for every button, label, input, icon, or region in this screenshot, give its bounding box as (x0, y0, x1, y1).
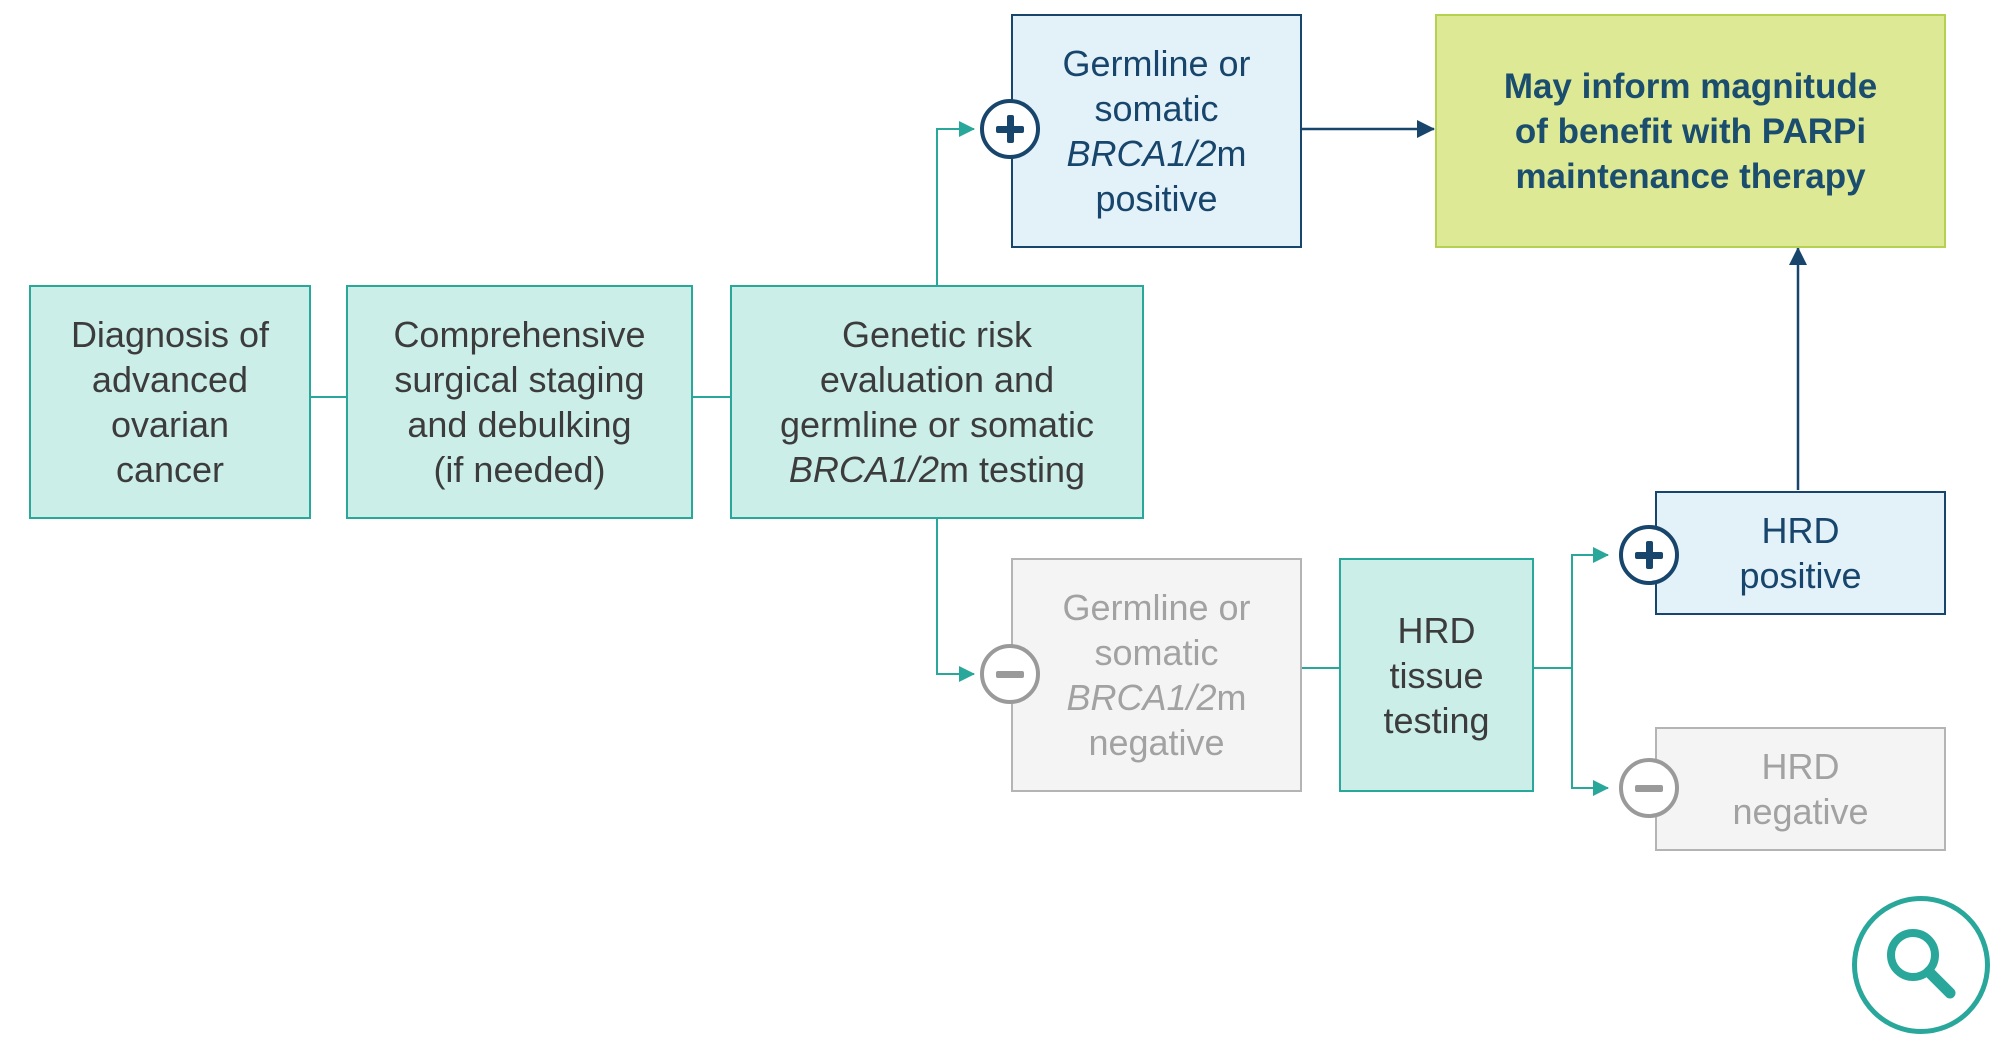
diagnosis-line-2: advanced (91, 359, 249, 400)
brca-positive-suffix: m (1216, 133, 1247, 174)
surgical-line-1: Comprehensive (393, 314, 646, 355)
hrd-testing-line-1: HRD (1397, 609, 1476, 651)
genetic-line-3: germline or somatic (779, 404, 1095, 445)
genetic-line-2: evaluation and (819, 359, 1055, 400)
genetic-line-4: BRCA1/2m testing (789, 447, 1085, 492)
box-genetic-testing: Genetic risk evaluation and germline or … (730, 285, 1144, 519)
diagnosis-line-3: ovarian (110, 404, 230, 445)
box-brca-positive: Germline or somatic BRCA1/2m positive (1011, 14, 1302, 248)
connector-genetic-brca-positive (936, 121, 975, 285)
box-brca-negative: Germline or somatic BRCA1/2m negative (1011, 558, 1302, 792)
brca-positive-line-3: BRCA1/2m (1066, 131, 1246, 176)
brca-negative-line-3: BRCA1/2m (1066, 675, 1246, 720)
hrd-positive-line-2: positive (1739, 555, 1862, 596)
genetic-brca-rest: m testing (939, 449, 1086, 490)
brca-positive-line-4: positive (1095, 178, 1218, 219)
outcome-line-2: of benefit with PARPi (1514, 111, 1867, 151)
magnifier-icon[interactable] (1852, 896, 1990, 1034)
surgical-line-3: and debulking (407, 404, 632, 445)
brca-negative-line-2: somatic (1094, 632, 1219, 673)
box-diagnosis: Diagnosis of advanced ovarian cancer (29, 285, 311, 519)
brca-negative-line-1: Germline or (1062, 587, 1251, 628)
box-hrd-testing: HRD tissue testing (1339, 558, 1534, 792)
brca-negative-suffix: m (1216, 677, 1247, 718)
outcome-line-3: maintenance therapy (1515, 156, 1866, 196)
box-hrd-negative: HRD negative (1655, 727, 1946, 851)
hrd-testing-line-2: tissue (1389, 654, 1484, 696)
box-outcome: May inform magnitude of benefit with PAR… (1435, 14, 1946, 248)
surgical-line-2: surgical staging (394, 359, 645, 400)
connector-genetic-brca-negative (936, 519, 975, 682)
genetic-line-1: Genetic risk (841, 314, 1033, 355)
brca-positive-line-2: somatic (1094, 88, 1219, 129)
diagnosis-line-4: cancer (115, 449, 225, 490)
genetic-brca-italic: BRCA1/2 (788, 449, 939, 490)
brca-negative-line-4: negative (1088, 722, 1225, 763)
hrd-positive-line-1: HRD (1761, 510, 1840, 551)
surgical-line-4: (if needed) (433, 449, 606, 490)
box-hrd-positive: HRD positive (1655, 491, 1946, 615)
plus-circle-icon (980, 99, 1040, 159)
hrd-testing-line-3: testing (1383, 699, 1490, 741)
outcome-line-1: May inform magnitude (1503, 66, 1878, 106)
diagnosis-line-1: Diagnosis of (70, 314, 270, 355)
hrd-negative-line-1: HRD (1761, 746, 1840, 787)
plus-circle-icon (1619, 525, 1679, 585)
brca-positive-italic: BRCA1/2 (1066, 133, 1217, 174)
brca-positive-line-1: Germline or (1062, 43, 1251, 84)
hrd-negative-line-2: negative (1732, 791, 1869, 832)
connector-hrd-positive (1571, 547, 1609, 668)
brca-negative-italic: BRCA1/2 (1066, 677, 1217, 718)
connector-hrd-negative (1571, 668, 1609, 796)
box-surgical-staging: Comprehensive surgical staging and debul… (346, 285, 693, 519)
minus-circle-icon (1619, 758, 1679, 818)
minus-circle-icon (980, 644, 1040, 704)
